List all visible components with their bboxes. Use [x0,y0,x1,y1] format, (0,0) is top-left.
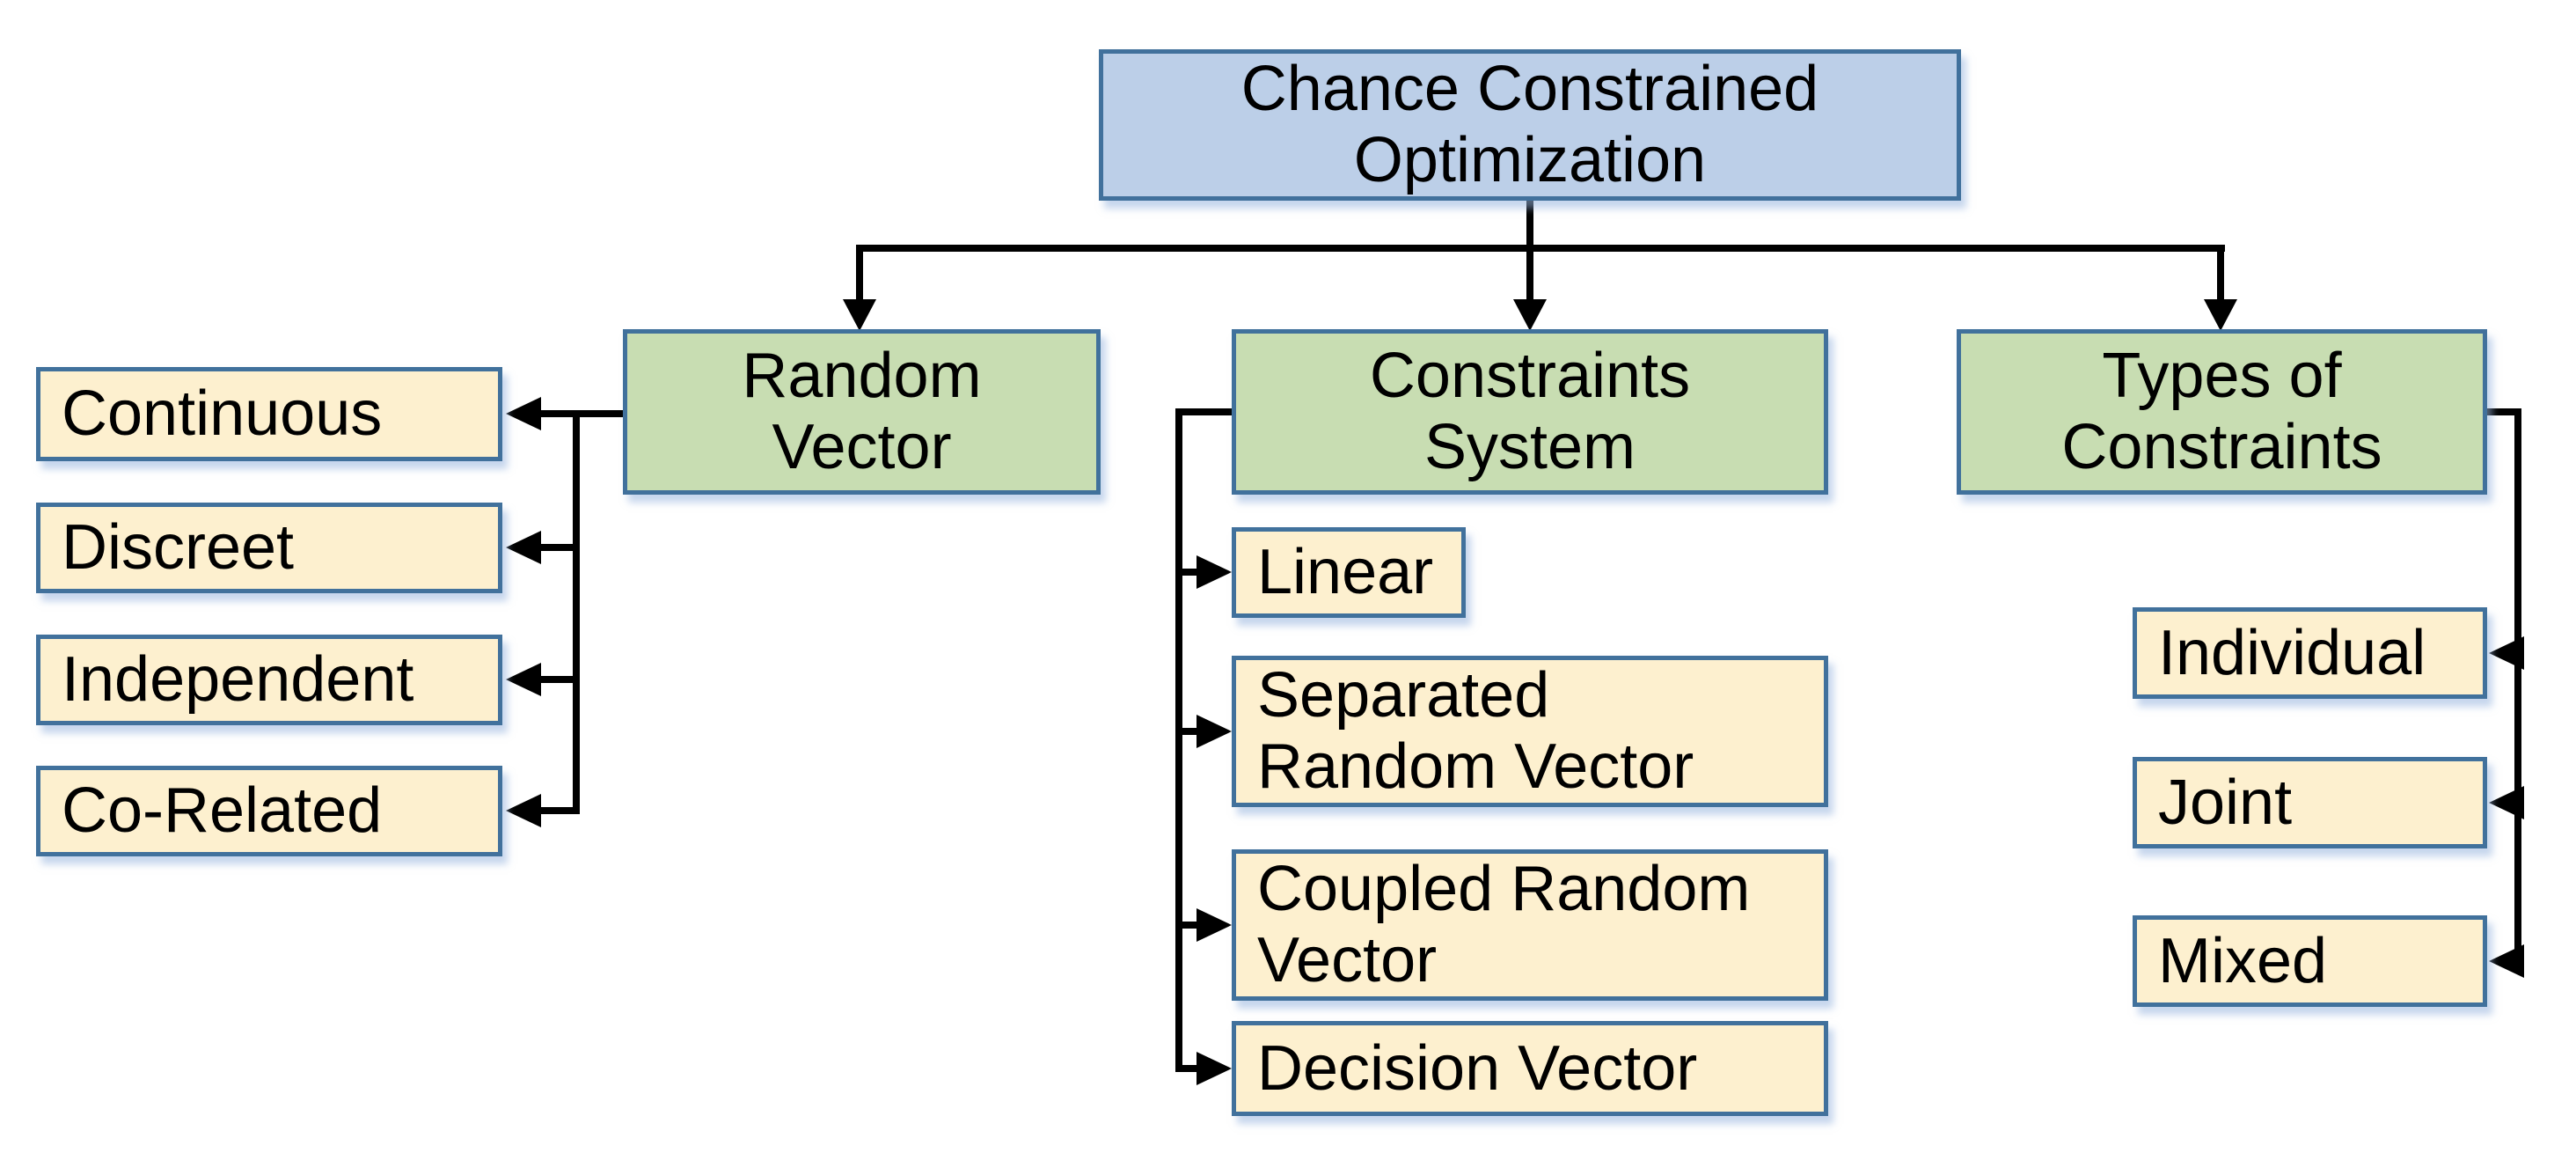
arrowhead-right-separated-icon [1197,715,1232,748]
arrowhead-down-types-of-constraints-icon [2204,299,2237,331]
node-label: Continuous [62,378,383,450]
node-label: Chance Constrained Optimization [1240,54,1819,195]
node-label: Joint [2158,767,2293,838]
node-linear: Linear [1232,527,1466,618]
connector-branch-linear [1182,569,1200,576]
connector-randomvector-to-continuous [539,410,623,417]
node-chance-constrained-optimization: Chance Constrained Optimization [1099,49,1961,201]
connector-branch-separated [1182,728,1200,735]
node-coupled-random-vector: Coupled Random Vector [1232,849,1828,1001]
arrowhead-right-coupled-icon [1197,908,1232,942]
arrowhead-down-constraints-system-icon [1513,299,1547,331]
connector-root-stem [1526,199,1533,252]
node-label: Linear [1257,537,1434,608]
node-discreet: Discreet [36,503,502,593]
node-individual: Individual [2133,607,2487,699]
node-continuous: Continuous [36,367,502,461]
arrowhead-right-linear-icon [1197,555,1232,589]
node-independent: Independent [36,635,502,725]
node-label: Discreet [62,512,295,584]
node-separated-random-vector: Separated Random Vector [1232,656,1828,807]
connector-typesofconstraints-stub [2487,408,2521,415]
arrowhead-right-decision-icon [1197,1052,1232,1085]
arrowhead-left-individual-icon [2489,636,2524,670]
arrowhead-left-independent-icon [506,663,541,696]
node-label: Decision Vector [1257,1032,1698,1104]
connector-branch-independent [539,676,580,683]
node-label: Separated Random Vector [1257,660,1694,802]
node-label: Mixed [2158,925,2328,996]
node-mixed: Mixed [2133,915,2487,1007]
arrowhead-down-random-vector-icon [843,299,876,331]
node-label: Types of Constraints [2061,341,2382,482]
arrowhead-left-continuous-icon [506,397,541,430]
node-label: Individual [2158,617,2426,688]
connector-middle-vertical [1175,408,1182,1072]
connector-drop-constraints-system [1526,245,1533,301]
connector-drop-random-vector [856,245,863,301]
connector-main-horizontal [856,245,2225,252]
connector-drop-types-of-constraints [2217,245,2224,301]
connector-right-vertical [2514,408,2521,965]
node-constraints-system: Constraints System [1232,329,1828,495]
node-label: Independent [62,644,414,716]
node-random-vector: Random Vector [623,329,1101,495]
node-label: Co-Related [62,775,383,847]
node-co-related: Co-Related [36,766,502,856]
node-decision-vector: Decision Vector [1232,1021,1828,1116]
node-label: Constraints System [1369,341,1691,482]
node-joint: Joint [2133,757,2487,848]
arrowhead-left-corelated-icon [506,794,541,827]
arrowhead-left-discreet-icon [506,531,541,564]
connector-branch-coupled [1182,922,1200,929]
node-label: Coupled Random Vector [1257,854,1751,995]
connector-branch-corelated [539,807,580,814]
arrowhead-left-joint-icon [2489,786,2524,819]
connector-branch-decision [1182,1065,1200,1072]
connector-constraintssystem-stub [1179,408,1232,415]
node-types-of-constraints: Types of Constraints [1957,329,2487,495]
arrowhead-left-mixed-icon [2489,944,2524,978]
connector-branch-discreet [539,544,580,551]
node-label: Random Vector [742,341,982,482]
connector-left-vertical [573,410,580,814]
